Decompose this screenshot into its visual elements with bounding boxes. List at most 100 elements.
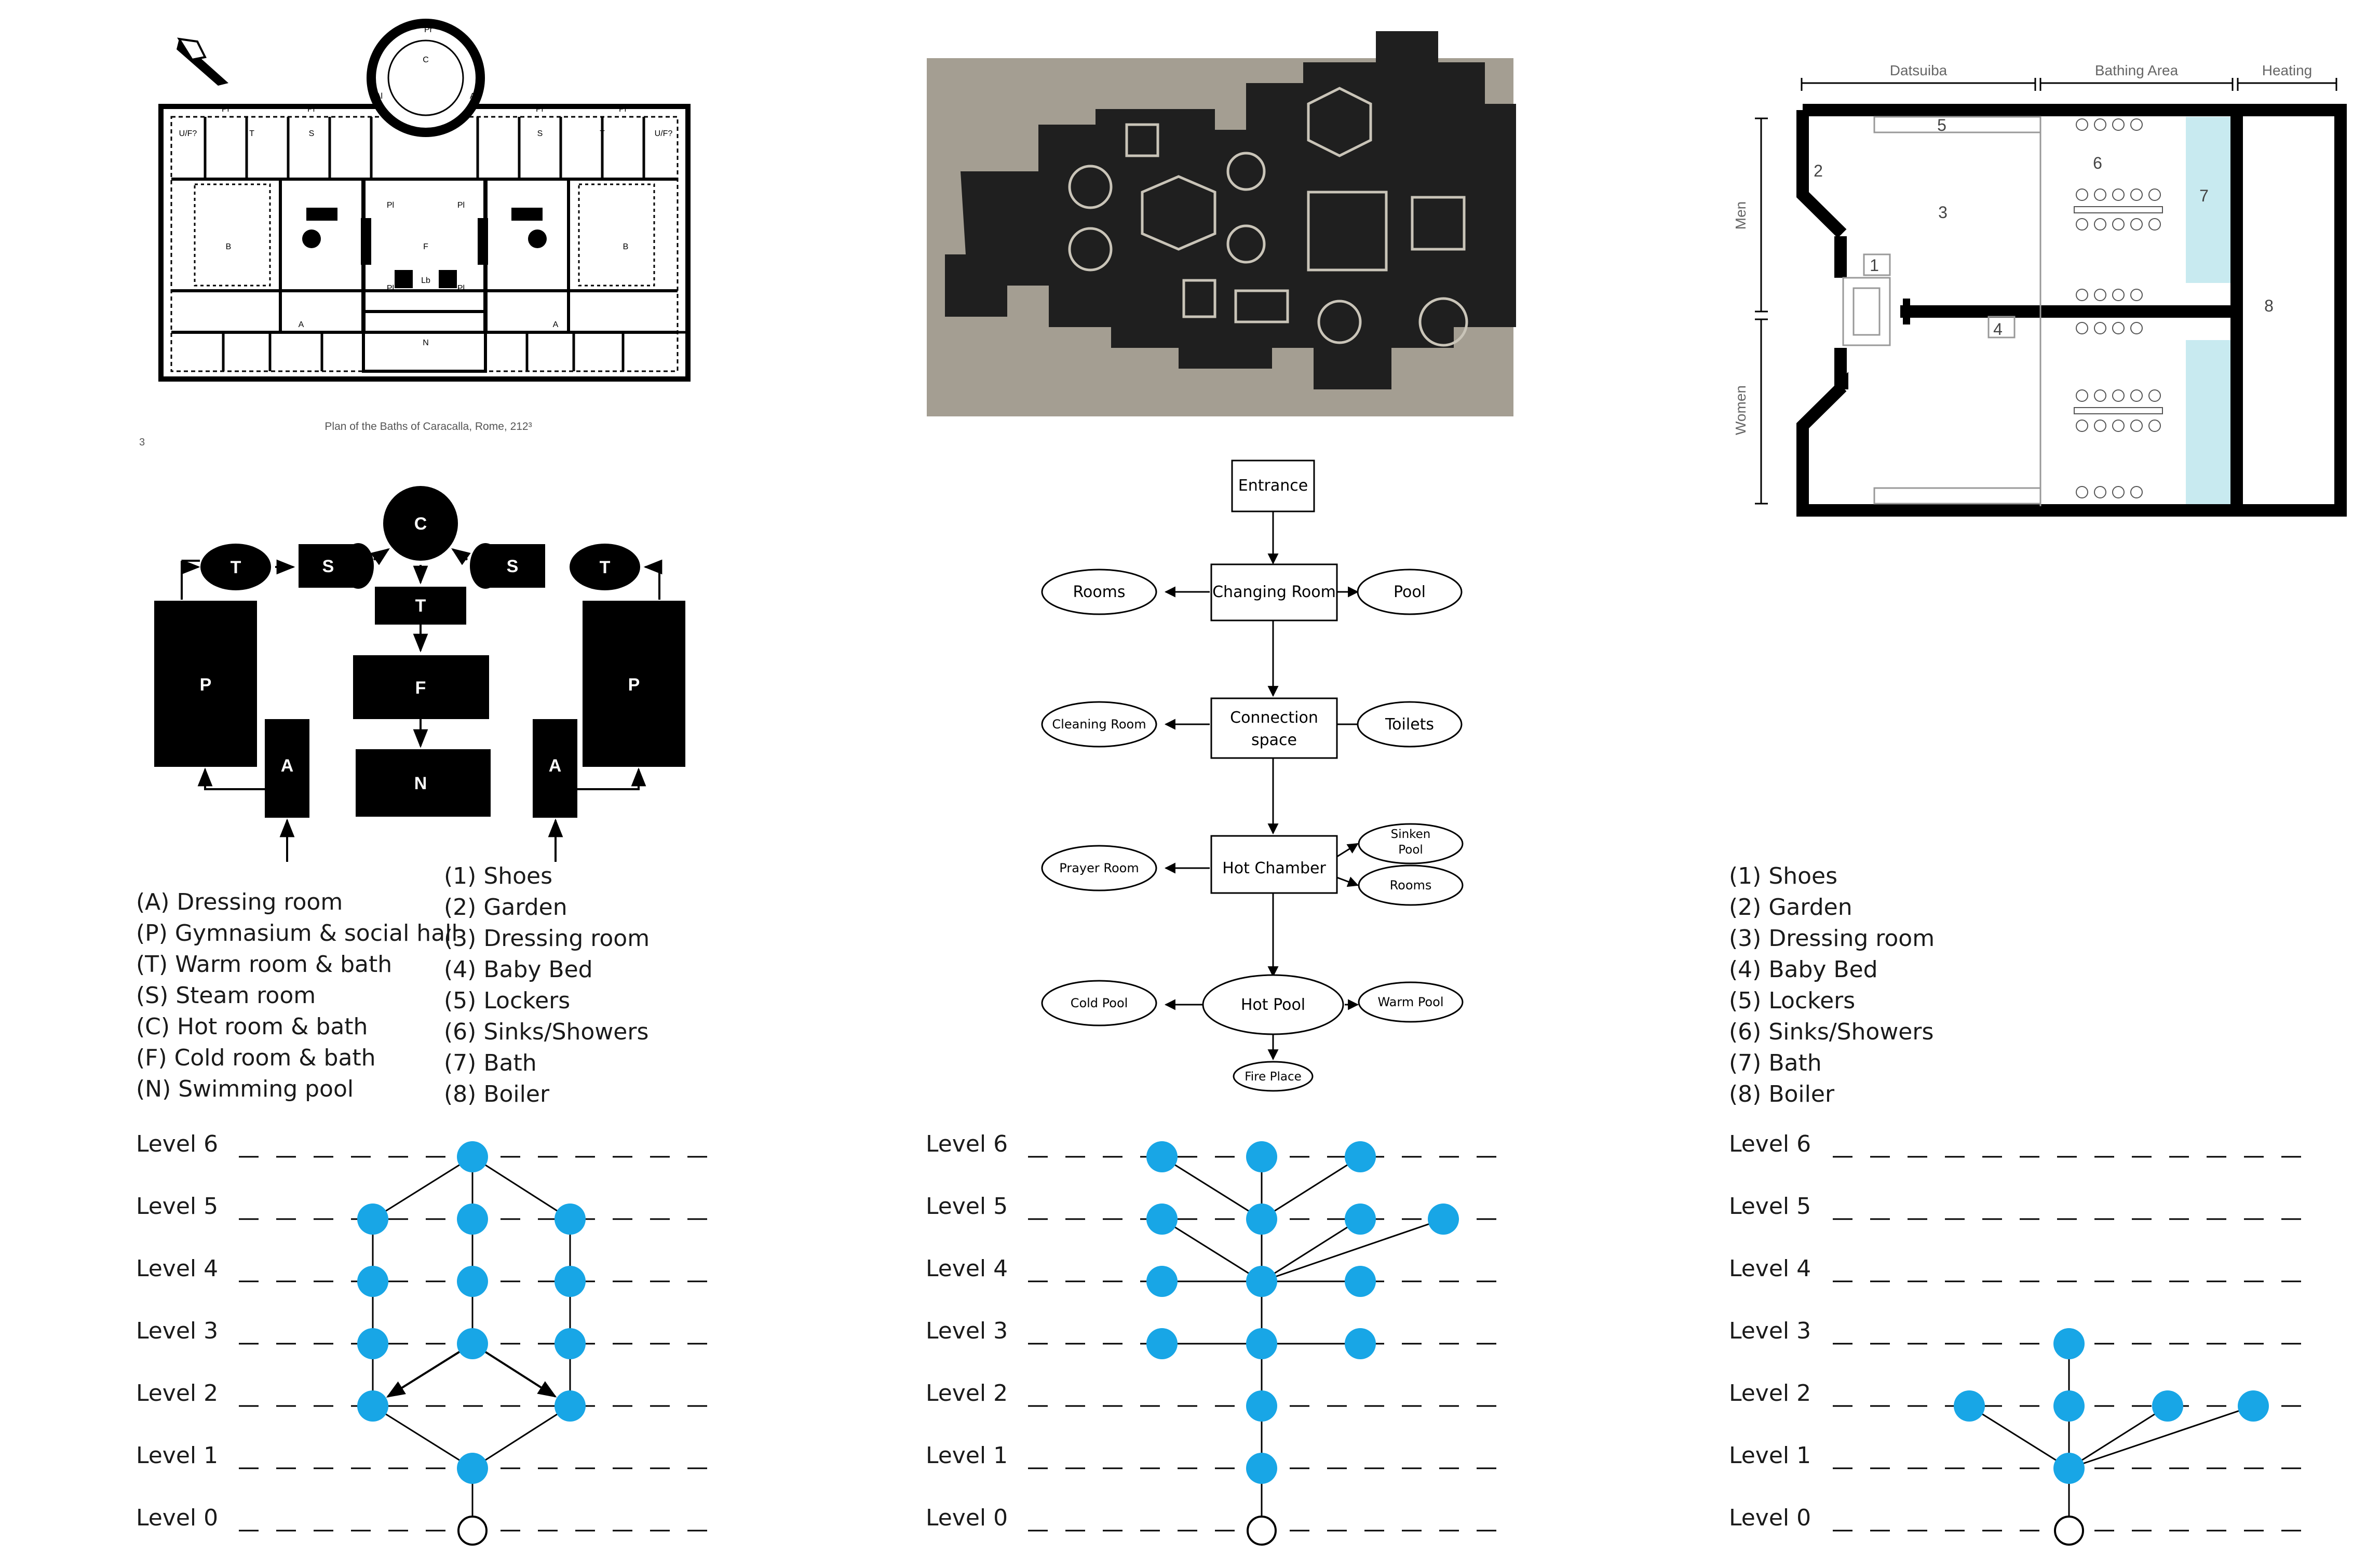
label-lb: Lb — [421, 276, 430, 285]
label-t: T — [600, 558, 611, 577]
graph-node — [1246, 1141, 1277, 1172]
level-label: Level 1 — [136, 1442, 218, 1469]
label-p: P — [628, 675, 640, 695]
graph-node — [457, 1204, 488, 1235]
label-c: C — [414, 514, 427, 534]
legend-item: (2) Garden — [444, 894, 567, 921]
graph-node — [457, 1141, 488, 1172]
graph-node — [457, 1453, 488, 1484]
graph-node — [1146, 1204, 1178, 1235]
node-connection-space: space — [1251, 731, 1297, 749]
graph-node — [1345, 1141, 1376, 1172]
graph-node — [555, 1266, 586, 1297]
legend-middle: (1) Shoes (2) Garden (3) Dressing room (… — [444, 863, 650, 1107]
label-b: B — [226, 242, 232, 251]
node-rooms-2: Rooms — [1390, 878, 1432, 893]
node-toilets: Toilets — [1385, 715, 1434, 734]
node-p-left — [154, 601, 257, 767]
graph-arrow — [471, 1343, 557, 1398]
caracalla-plan: Pr Pr Pr Pr Pr U/F? U/F? T T S S C Al Al… — [139, 19, 691, 448]
node-hot-pool: Hot Pool — [1241, 996, 1305, 1014]
room-number-1: 1 — [1870, 256, 1879, 275]
graph-node — [1246, 1204, 1277, 1235]
level-label: Level 1 — [1729, 1442, 1811, 1469]
label-t: T — [249, 129, 254, 138]
level-label: Level 3 — [926, 1318, 1008, 1344]
legend-item: (F) Cold room & bath — [136, 1045, 376, 1071]
compass-icon — [177, 37, 228, 86]
legend-item: (8) Boiler — [444, 1081, 550, 1107]
room-number-5: 5 — [1937, 116, 1946, 134]
node-entrance: Entrance — [1238, 477, 1308, 495]
hammam-plan-photo — [927, 31, 1516, 416]
node-t-right — [570, 544, 640, 590]
sento-plan: Datsuiba Bathing Area Heating Men Women — [1733, 62, 2347, 517]
graph-node — [1246, 1390, 1277, 1422]
label-n: N — [414, 774, 427, 793]
legend-item: (1) Shoes — [1729, 863, 1837, 889]
legend-item: (6) Sinks/Showers — [1729, 1019, 1933, 1045]
label-a: A — [299, 320, 304, 329]
legend-item: (6) Sinks/Showers — [444, 1019, 648, 1045]
legend-item: (3) Dressing room — [444, 925, 650, 952]
caracalla-block-diagram: C T T S S T F N P P A A — [154, 486, 685, 862]
level-label: Level 0 — [926, 1505, 1008, 1531]
label-t: T — [600, 129, 605, 138]
node-p-right — [583, 601, 685, 767]
graph-node — [1428, 1204, 1459, 1235]
label-al: Al — [375, 92, 383, 101]
node-t-center — [375, 587, 466, 625]
side-label-women: Women — [1733, 385, 1749, 435]
legend-item: (S) Steam room — [136, 982, 316, 1009]
level-label: Level 0 — [1729, 1505, 1811, 1531]
graph-node — [357, 1204, 388, 1235]
level-label: Level 2 — [926, 1380, 1008, 1407]
label-uf: U/F? — [179, 129, 197, 138]
graph-node — [2053, 1328, 2085, 1359]
level-label: Level 6 — [136, 1131, 218, 1157]
level-label: Level 1 — [926, 1442, 1008, 1469]
label-t: T — [231, 558, 241, 577]
graph-node — [457, 1328, 488, 1359]
graph-node — [555, 1204, 586, 1235]
graph-node — [1345, 1266, 1376, 1297]
graph-edge — [372, 1156, 473, 1220]
label-p: P — [200, 675, 212, 695]
legend-item: (T) Warm room & bath — [136, 951, 392, 978]
node-pool: Pool — [1394, 583, 1426, 601]
level-label: Level 5 — [926, 1193, 1008, 1220]
graph-root-node — [457, 1516, 488, 1546]
legend-item: (3) Dressing room — [1729, 925, 1935, 952]
level-label: Level 4 — [136, 1255, 218, 1282]
header-bathing-area: Bathing Area — [2095, 62, 2179, 78]
label-f: F — [415, 678, 426, 698]
label-pl: Pl — [387, 284, 394, 293]
level-label: Level 4 — [1729, 1255, 1811, 1282]
node-n — [356, 749, 491, 817]
graph-edge — [472, 1156, 571, 1220]
side-label-men: Men — [1733, 201, 1749, 229]
node-cleaning-room: Cleaning Room — [1052, 717, 1146, 732]
page-number: 3 — [139, 437, 145, 448]
label-t: T — [415, 596, 426, 616]
header-heating: Heating — [2262, 62, 2313, 78]
legend-item: (8) Boiler — [1729, 1081, 1835, 1107]
label-pl: Pl — [457, 284, 465, 293]
graph-root-node — [2054, 1516, 2084, 1546]
label-al: Al — [470, 92, 477, 101]
node-prayer-room: Prayer Room — [1059, 861, 1139, 875]
room-number-2: 2 — [1814, 161, 1823, 180]
node-a-right — [533, 719, 577, 818]
graph-node — [2152, 1390, 2183, 1422]
label-c: C — [423, 56, 429, 64]
graph-edge — [1161, 1218, 1262, 1282]
graph-edge — [2068, 1405, 2254, 1469]
legend-item: (1) Shoes — [444, 863, 552, 889]
graph-node — [1246, 1328, 1277, 1359]
legend-item: (A) Dressing room — [136, 889, 343, 915]
graph-node — [555, 1390, 586, 1422]
header-datsuiba: Datsuiba — [1890, 62, 1948, 78]
graph-node — [357, 1266, 388, 1297]
